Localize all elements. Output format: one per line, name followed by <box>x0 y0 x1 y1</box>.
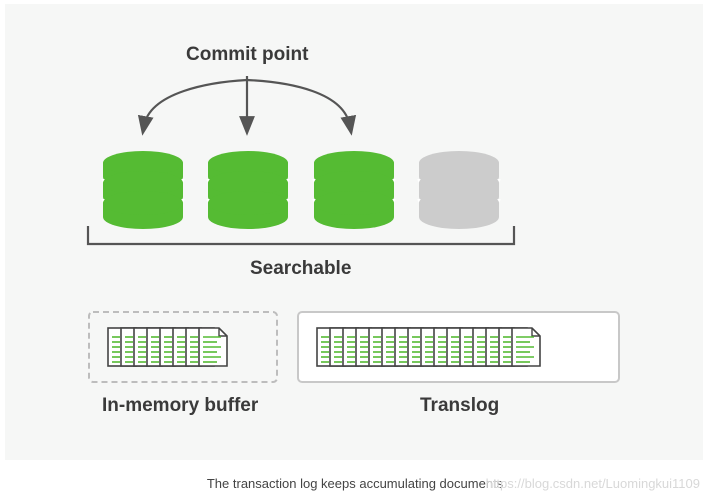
segment-disk-top <box>103 191 183 215</box>
segment-disk-top <box>103 171 183 195</box>
commit-arrow-right <box>246 78 357 136</box>
segment-committed <box>312 151 396 229</box>
buffer-document <box>198 327 228 367</box>
document-fold <box>218 328 227 337</box>
segment-disk-top <box>419 171 499 195</box>
buffer-documents <box>107 327 228 367</box>
segment-disk-top <box>103 151 183 175</box>
segment-disk-top <box>208 151 288 175</box>
segment-uncommitted <box>417 151 501 229</box>
searchable-bracket <box>86 226 516 246</box>
translog-documents <box>316 327 541 367</box>
searchable-label: Searchable <box>250 258 352 279</box>
translog-label: Translog <box>420 395 500 416</box>
segment-disk-top <box>314 191 394 215</box>
in-memory-buffer-label: In-memory buffer <box>102 395 259 416</box>
segment-committed <box>206 151 290 229</box>
diagram-panel <box>5 4 703 460</box>
segments-group <box>101 151 501 229</box>
watermark: https://blog.csdn.net/Luomingkui1109 <box>485 476 700 491</box>
segment-disk-top <box>208 171 288 195</box>
segment-committed <box>101 151 185 229</box>
figure-caption: The transaction log keeps accumulating d… <box>206 476 504 491</box>
commit-arrows <box>137 76 357 136</box>
commit-arrow-left <box>137 78 248 136</box>
segment-disk-top <box>314 151 394 175</box>
segment-disk-top <box>208 191 288 215</box>
document-fold <box>531 328 540 337</box>
translog-document <box>511 327 541 367</box>
segment-disk-top <box>419 151 499 175</box>
segment-disk-top <box>314 171 394 195</box>
commit-point-label: Commit point <box>186 44 309 65</box>
segment-disk-top <box>419 191 499 215</box>
